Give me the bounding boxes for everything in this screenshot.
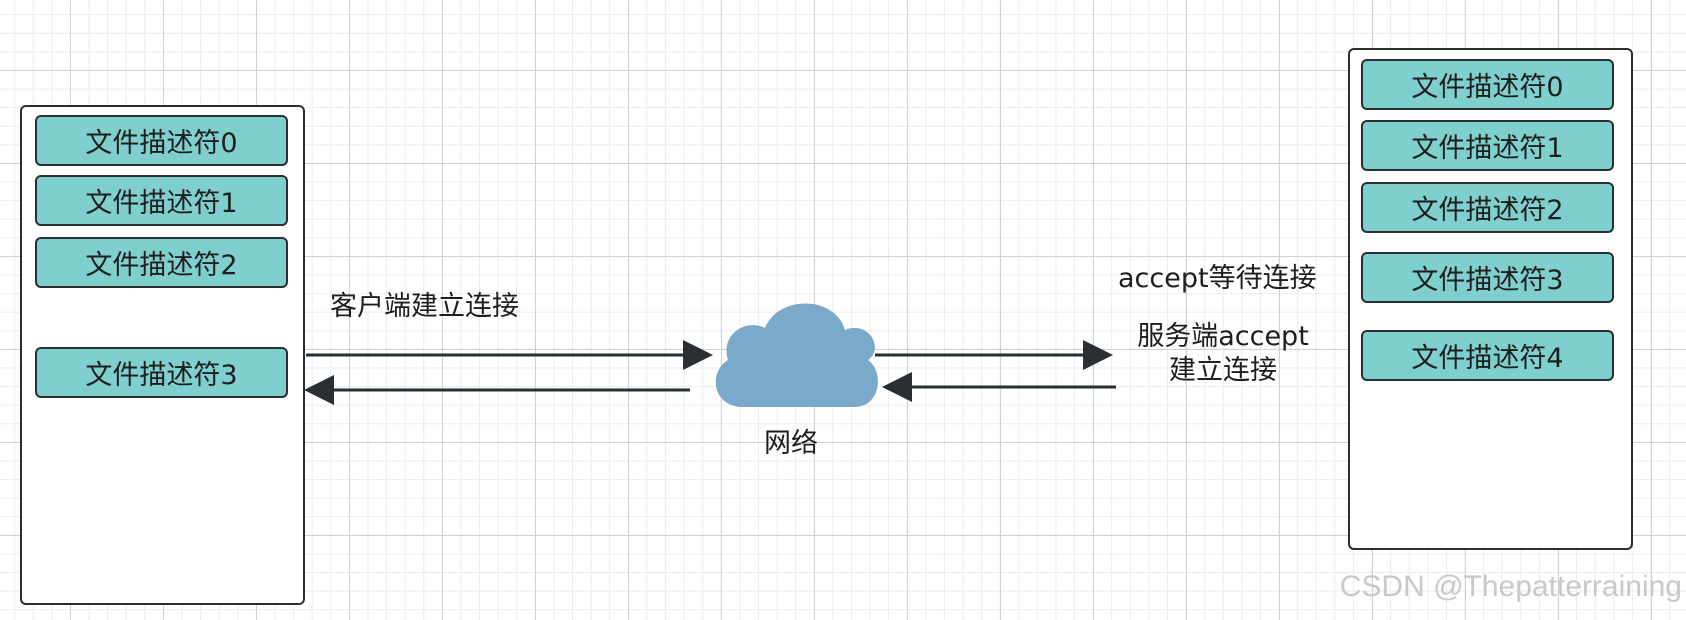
server-descriptor-label: 文件描述符3	[1411, 265, 1564, 296]
network-label: 网络	[764, 428, 818, 459]
server-accept-label: 服务端accept 建立连接	[1134, 320, 1312, 388]
client-descriptor-2: 文件描述符2	[35, 237, 288, 288]
client-connect-label: 客户端建立连接	[330, 291, 519, 322]
client-descriptor-label: 文件描述符1	[85, 188, 238, 219]
client-descriptor-label: 文件描述符0	[85, 128, 238, 159]
server-descriptor-4: 文件描述符4	[1361, 330, 1614, 381]
client-descriptor-1: 文件描述符1	[35, 175, 288, 226]
accept-wait-label: accept等待连接	[1118, 263, 1317, 294]
server-accept-line-2: 建立连接	[1169, 355, 1277, 386]
server-descriptor-2: 文件描述符2	[1361, 182, 1614, 233]
client-descriptor-3: 文件描述符3	[35, 347, 288, 398]
server-descriptor-label: 文件描述符2	[1411, 195, 1564, 226]
server-descriptor-label: 文件描述符1	[1411, 133, 1564, 164]
cloud-icon	[715, 303, 878, 407]
client-descriptor-label: 文件描述符3	[85, 360, 238, 391]
server-accept-line-1: 服务端accept	[1137, 321, 1309, 352]
server-descriptor-3: 文件描述符3	[1361, 252, 1614, 303]
client-panel: 文件描述符0 文件描述符1 文件描述符2 文件描述符3	[20, 105, 305, 605]
server-panel: 文件描述符0 文件描述符1 文件描述符2 文件描述符3 文件描述符4	[1348, 48, 1633, 550]
client-descriptor-label: 文件描述符2	[85, 250, 238, 281]
client-descriptor-0: 文件描述符0	[35, 115, 288, 166]
watermark: CSDN @Thepatterraining	[1339, 570, 1682, 603]
server-descriptor-1: 文件描述符1	[1361, 120, 1614, 171]
server-descriptor-label: 文件描述符0	[1411, 72, 1564, 103]
server-descriptor-0: 文件描述符0	[1361, 59, 1614, 110]
cloud-shape	[715, 303, 878, 407]
server-descriptor-label: 文件描述符4	[1411, 343, 1564, 374]
